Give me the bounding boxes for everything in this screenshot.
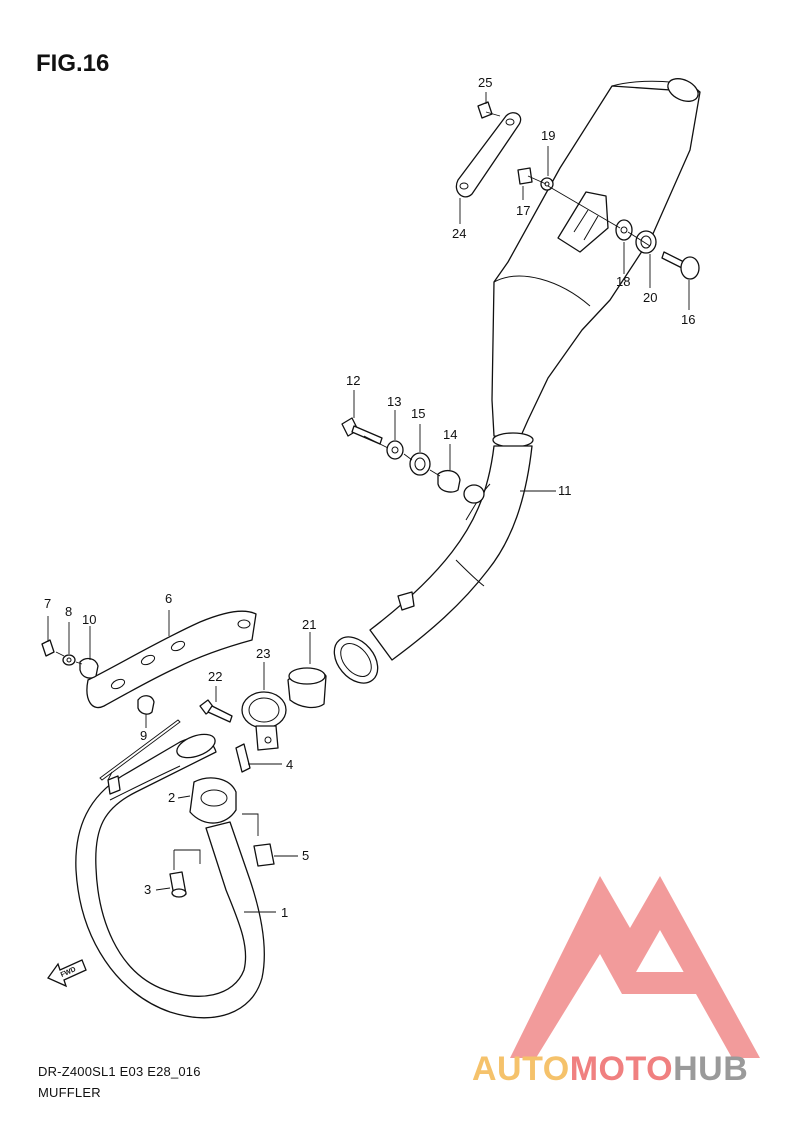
callout-22: 22 [208, 669, 222, 684]
callout-13: 13 [387, 394, 401, 409]
bolt-12 [341, 417, 383, 445]
automotohub-watermark: AUTOMOTOHUB [472, 876, 760, 1088]
callout-10: 10 [82, 612, 96, 627]
callout-2: 2 [168, 790, 175, 805]
bushing-15 [409, 452, 431, 476]
bushing-20 [635, 230, 657, 254]
muffler-body [491, 78, 701, 448]
watermark-text-auto: AUTO [472, 1050, 570, 1088]
callout-19: 19 [541, 128, 555, 143]
callout-21: 21 [302, 617, 316, 632]
section-name: MUFFLER [38, 1085, 101, 1100]
bolt-22 [199, 699, 233, 723]
callout-4: 4 [286, 757, 293, 772]
washer-18 [615, 219, 633, 241]
callout-23: 23 [256, 646, 270, 661]
callout-18: 18 [616, 274, 630, 289]
callout-16: 16 [681, 312, 695, 327]
fwd-arrow-icon: FWD [47, 959, 87, 988]
damper-plate-24 [455, 112, 522, 198]
watermark-logo-icon [510, 876, 760, 1058]
callout-24: 24 [452, 226, 466, 241]
watermark-text-hub: HUB [673, 1050, 748, 1088]
collar-9 [137, 695, 155, 715]
exhaust-pipe [75, 733, 266, 1019]
callout-3: 3 [144, 882, 151, 897]
collar-14 [437, 469, 461, 493]
grommet-10 [79, 657, 99, 679]
bolt-25 [477, 101, 493, 119]
stud [235, 743, 251, 773]
bracket [86, 610, 257, 709]
callout-8: 8 [65, 604, 72, 619]
clamp [241, 691, 287, 751]
callout-9: 9 [140, 728, 147, 743]
callout-5: 5 [302, 848, 309, 863]
callout-17: 17 [516, 203, 530, 218]
svg-text:AUTOMOTOHUB: AUTOMOTOHUB [472, 1050, 748, 1088]
callout-7: 7 [44, 596, 51, 611]
gasket [287, 667, 327, 709]
nut-17 [517, 167, 533, 185]
callout-25: 25 [478, 75, 492, 90]
callout-1: 1 [281, 905, 288, 920]
model-code: DR-Z400SL1 E03 E28_016 [38, 1064, 201, 1079]
figure-title: FIG.16 [36, 50, 110, 77]
bolt-7 [41, 639, 55, 657]
bolt-16 [661, 251, 700, 280]
callout-12: 12 [346, 373, 360, 388]
washer-13 [386, 440, 404, 460]
watermark-text-moto: MOTO [570, 1050, 673, 1088]
connector-pipe [333, 445, 533, 684]
callout-11: 11 [558, 483, 572, 498]
callout-labels: 1 2 3 4 5 6 7 8 9 10 11 12 13 14 15 16 1… [44, 75, 695, 920]
callout-15: 15 [411, 406, 425, 421]
callout-6: 6 [165, 591, 172, 606]
callout-20: 20 [643, 290, 657, 305]
callout-14: 14 [443, 427, 457, 442]
washer-8 [62, 654, 76, 666]
bolt-3 [169, 871, 187, 898]
nut-5 [253, 843, 275, 867]
leader-lines [47, 92, 690, 913]
